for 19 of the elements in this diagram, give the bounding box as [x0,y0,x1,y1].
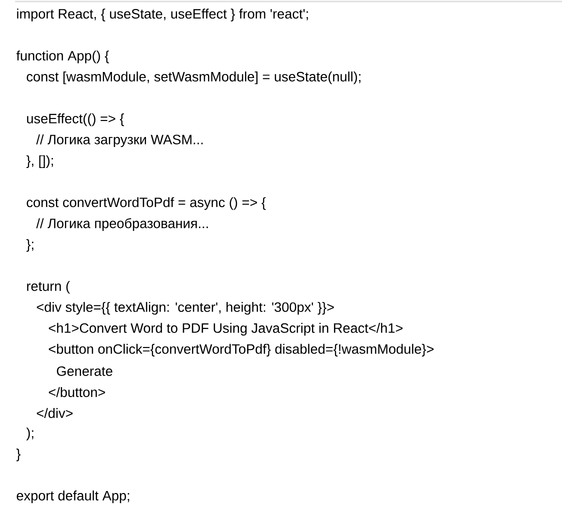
code-line: <button onClick={convertWordToPdf} disabled={!wasmModule}> [48,344,434,357]
code-line: </button> [48,387,106,398]
code-line: // Логика преобразования... [36,218,208,231]
code-line: return ( [27,281,70,294]
code-line: useEffect(() => { [27,113,124,126]
code-line: Generate [56,366,112,376]
code-line: export default App; [16,490,130,504]
code-line: <h1>Convert Word to PDF Using JavaScript in React</h1> [48,322,403,336]
code-line: import React, { useState, useEffect } from 'react'; [17,8,308,22]
code-line: </div> [36,408,73,418]
code-line: function App() { [16,50,109,64]
code-line: ); [26,428,34,440]
code-line: const convertWordToPdf = async () => { [26,197,266,210]
code-line: const [wasmModule, setWasmModule] = useState(null); [26,72,360,84]
code-line: }; [26,239,34,252]
code-line: } [16,448,20,462]
code-line: }, []); [26,155,53,168]
code-line: // Логика загрузки WASM... [36,134,203,148]
code-line: <div style={{ textAlign: 'center', height: '300px' }}> [36,302,334,315]
